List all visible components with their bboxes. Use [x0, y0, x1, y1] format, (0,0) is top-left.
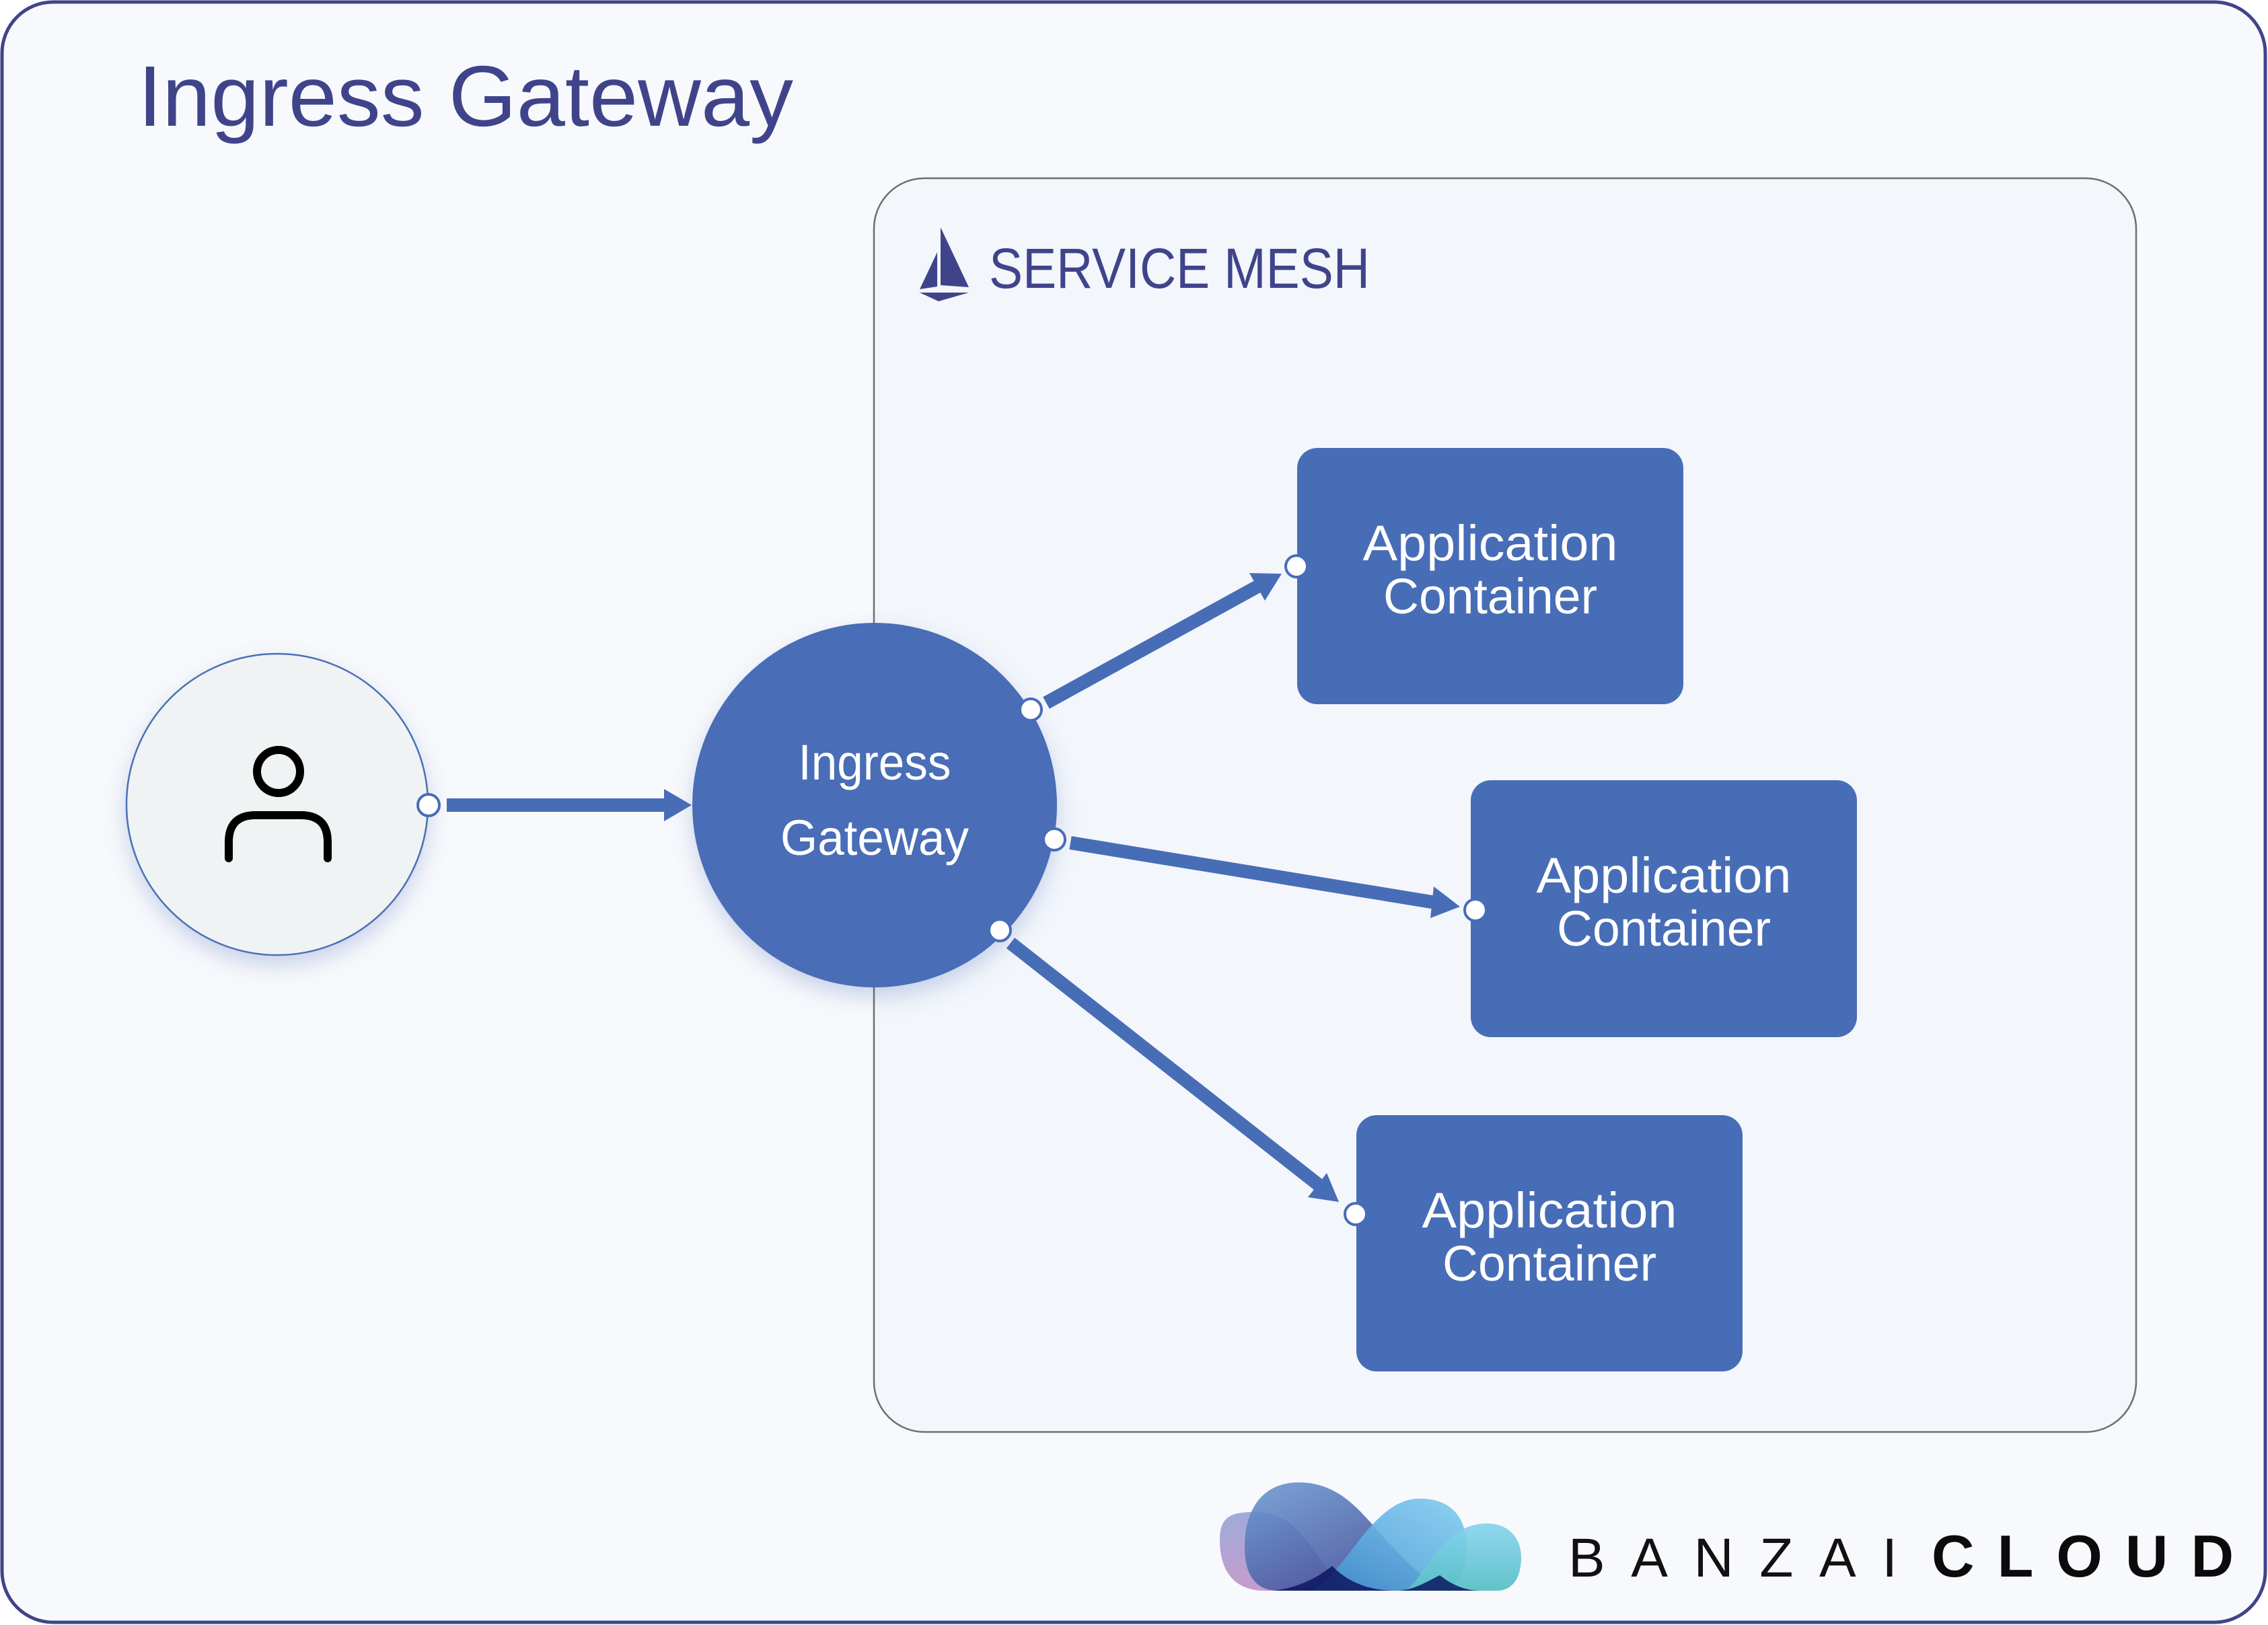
application-container-label-line2: Container	[1442, 1236, 1656, 1291]
application-container-box[interactable]	[1356, 1115, 1743, 1371]
gateway-port-2[interactable]	[1042, 827, 1066, 852]
application-container-label-line2: Container	[1383, 568, 1597, 624]
user-icon	[225, 746, 332, 862]
edge-user-to-gateway	[447, 789, 692, 821]
application-container-label-line2: Container	[1557, 901, 1771, 956]
arrowhead	[1308, 1173, 1339, 1202]
application-container-3[interactable]: Application Container	[1344, 1115, 1743, 1371]
edge-gateway-to-container-2	[1069, 836, 1460, 918]
edge-gateway-to-container-1	[1043, 573, 1282, 709]
edge-gateway-to-container-3	[1006, 938, 1339, 1202]
arrowhead	[664, 789, 692, 821]
arrowhead	[1249, 573, 1282, 601]
ingress-gateway-label-line2: Gateway	[780, 810, 969, 866]
application-container-label-line1: Application	[1422, 1182, 1677, 1238]
user-output-port[interactable]	[416, 793, 441, 817]
application-container-label-line1: Application	[1537, 847, 1792, 903]
istio-sail-icon	[920, 227, 969, 301]
gateway-port-3[interactable]	[988, 918, 1012, 942]
page-title: Ingress Gateway	[138, 48, 793, 145]
ingress-gateway-node[interactable]: Ingress Gateway	[692, 623, 1066, 987]
container-input-port[interactable]	[1463, 898, 1488, 922]
banzai-cloud-logo-icon	[1220, 1482, 1521, 1591]
ingress-gateway-circle[interactable]	[692, 623, 1057, 987]
container-input-port[interactable]	[1284, 554, 1309, 578]
user-node[interactable]	[125, 652, 441, 956]
service-mesh-label: SERVICE MESH	[989, 237, 1370, 300]
gateway-port-1[interactable]	[1019, 697, 1043, 722]
application-container-box[interactable]	[1471, 780, 1857, 1037]
application-container-2[interactable]: Application Container	[1463, 780, 1857, 1037]
ingress-gateway-label-line1: Ingress	[799, 734, 951, 790]
container-input-port[interactable]	[1344, 1202, 1368, 1226]
application-container-label-line1: Application	[1363, 515, 1618, 571]
user-circle[interactable]	[125, 652, 429, 956]
application-container-box[interactable]	[1297, 448, 1683, 704]
application-container-1[interactable]: Application Container	[1284, 448, 1683, 704]
edges	[447, 573, 1460, 1202]
arrowhead	[1430, 886, 1460, 918]
